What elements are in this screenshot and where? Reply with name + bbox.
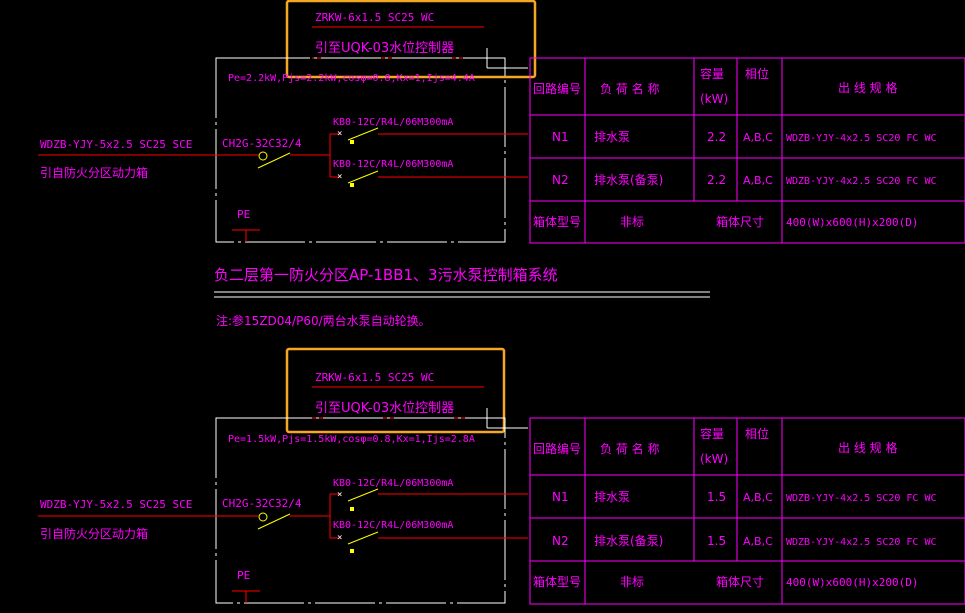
row2-load: 排水泵(备泵): [594, 534, 663, 548]
footer-box-type-value: 非标: [620, 575, 644, 589]
svg-text:×: ×: [337, 129, 342, 139]
system-note: 注:参15ZD04/P60/两台水泵自动轮换。: [216, 313, 431, 328]
row2-circuit: N2: [552, 173, 569, 187]
row1-capacity: 2.2: [707, 130, 726, 144]
main-switch-label: CH2G-32C32/4: [222, 497, 302, 510]
main-switch-label: CH2G-32C32/4: [222, 137, 302, 150]
row1-cable: WDZB-YJY-4x2.5 SC20 FC WC: [786, 493, 937, 504]
enclosure-dashed-bottom: [215, 417, 506, 604]
highlight-box-bottom: [285, 347, 506, 434]
header-phase: 相位: [745, 426, 769, 441]
header-cable-spec: 出 线 规 格: [838, 440, 897, 455]
incoming-from-label: 引自防火分区动力箱: [40, 165, 148, 180]
row2-circuit: N2: [552, 534, 569, 548]
row1-circuit: N1: [552, 490, 569, 504]
main-switch-symbol: [258, 512, 268, 522]
system-title: 负二层第一防火分区AP-1BB1、3污水泵控制箱系统: [214, 266, 558, 284]
svg-text:×: ×: [337, 172, 342, 182]
header-capacity: 容量: [700, 426, 724, 441]
row1-load: 排水泵: [594, 130, 630, 144]
row1-phase: A,B,C: [743, 131, 773, 144]
load-summary-label: Pe=2.2kW,Pjs=2.2kW,cosφ=0.8,Kx=1,Ijs=4.4…: [228, 73, 475, 84]
footer-box-type-label: 箱体型号: [533, 214, 581, 229]
header-capacity-unit: (kW): [700, 452, 728, 466]
control-cable-label: ZRKW-6x1.5 SC25 WC: [315, 11, 434, 24]
header-circuit: 回路编号: [533, 441, 581, 456]
footer-box-size-label: 箱体尺寸: [716, 574, 764, 589]
distribution-table-bottom: [529, 417, 965, 605]
breaker-2-label: KB0-12C/R4L/06M300mA: [333, 520, 453, 531]
incoming-cable-label: WDZB-YJY-5x2.5 SC25 SCE: [40, 498, 192, 511]
distribution-table-top: [529, 57, 965, 244]
footer-box-size-value: 400(W)x600(H)x200(D): [786, 216, 918, 229]
panel-bottom: ZRKW-6x1.5 SC25 WC 引至UQK-03水位控制器 Pe=1.5k…: [38, 347, 965, 605]
footer-box-type-label: 箱体型号: [533, 574, 581, 589]
footer-box-size-value: 400(W)x600(H)x200(D): [786, 576, 918, 589]
control-cable-label: ZRKW-6x1.5 SC25 WC: [315, 371, 434, 384]
incoming-cable-label: WDZB-YJY-5x2.5 SC25 SCE: [40, 138, 192, 151]
load-summary-label: Pe=1.5kW,Pjs=1.5kW,cosφ=0.8,Kx=1,Ijs=2.8…: [228, 434, 475, 445]
breaker-1-label: KB0-12C/R4L/06M300mA: [333, 117, 453, 128]
svg-text:×: ×: [337, 533, 342, 543]
incoming-from-label: 引自防火分区动力箱: [40, 526, 148, 541]
footer-box-type-value: 非标: [620, 215, 644, 229]
svg-text:×: ×: [337, 490, 342, 500]
panel-top: ZRKW-6x1.5 SC25 WC 引至UQK-03水位控制器 Pe=2.2k…: [38, 0, 965, 328]
row1-capacity: 1.5: [707, 490, 726, 504]
pe-label: PE: [237, 569, 250, 582]
breaker-1-label: KB0-12C/R4L/06M300mA: [333, 478, 453, 489]
row2-cable: WDZB-YJY-4x2.5 SC20 FC WC: [786, 537, 937, 548]
header-circuit: 回路编号: [533, 81, 581, 96]
breaker-2-label: KB0-12C/R4L/06M300mA: [333, 159, 453, 170]
row2-phase: A,B,C: [743, 535, 773, 548]
header-load-name: 负 荷 名 称: [600, 441, 659, 456]
enclosure-dashed-top: [215, 57, 506, 243]
main-switch-symbol: [258, 151, 268, 161]
control-target-label: 引至UQK-03水位控制器: [315, 401, 454, 416]
row2-load: 排水泵(备泵): [594, 173, 663, 187]
header-capacity-unit: (kW): [700, 92, 728, 106]
header-cable-spec: 出 线 规 格: [838, 80, 897, 95]
row2-phase: A,B,C: [743, 174, 773, 187]
row2-cable: WDZB-YJY-4x2.5 SC20 FC WC: [786, 176, 937, 187]
row1-load: 排水泵: [594, 490, 630, 504]
control-target-label: 引至UQK-03水位控制器: [315, 41, 454, 56]
pe-label: PE: [237, 208, 250, 221]
highlight-box-top: [285, 0, 537, 79]
row1-cable: WDZB-YJY-4x2.5 SC20 FC WC: [786, 133, 937, 144]
row2-capacity: 2.2: [707, 173, 726, 187]
row2-capacity: 1.5: [707, 534, 726, 548]
header-capacity: 容量: [700, 66, 724, 81]
footer-box-size-label: 箱体尺寸: [716, 214, 764, 229]
row1-circuit: N1: [552, 130, 569, 144]
header-load-name: 负 荷 名 称: [600, 81, 659, 96]
row1-phase: A,B,C: [743, 491, 773, 504]
header-phase: 相位: [745, 66, 769, 81]
